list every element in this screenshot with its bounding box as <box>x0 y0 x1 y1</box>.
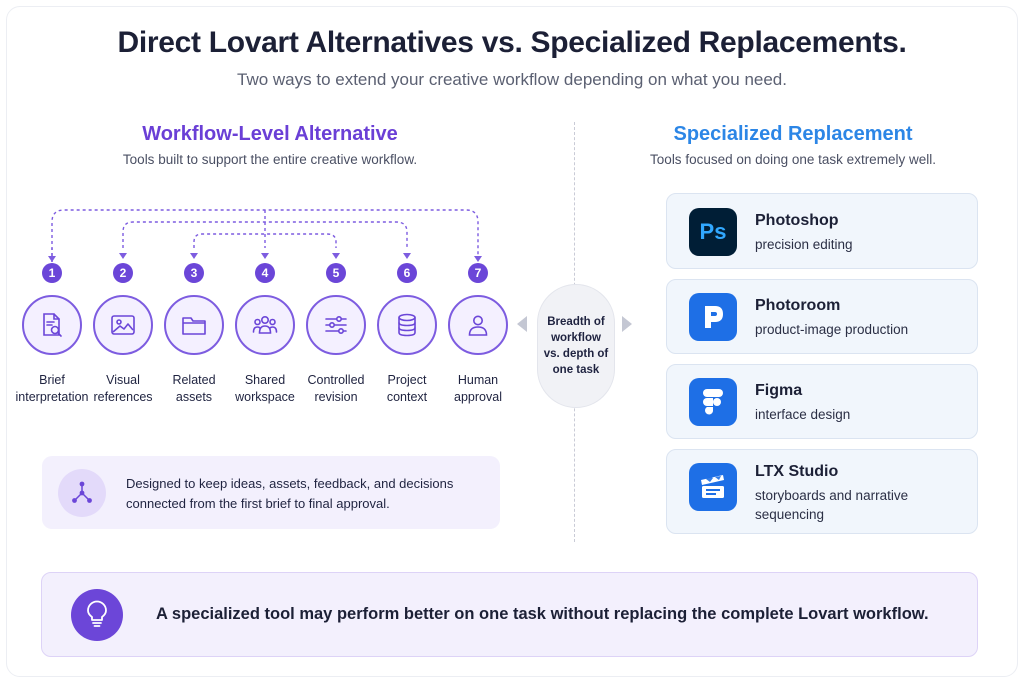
tool-description: interface design <box>755 407 851 422</box>
step-number-badge: 7 <box>468 263 488 283</box>
bottom-callout: A specialized tool may perform better on… <box>41 572 978 657</box>
page-subtitle: Two ways to extend your creative workflo… <box>237 70 787 89</box>
step-human-approval <box>448 295 508 355</box>
step-shared-workspace <box>235 295 295 355</box>
tool-card-photoshop: Ps Photoshop precision editing <box>666 193 978 269</box>
step-number-badge: 6 <box>397 263 417 283</box>
page-frame <box>6 6 1018 677</box>
step-visual-references <box>93 295 153 355</box>
arrow-left-icon <box>517 316 527 332</box>
clapperboard-logo-icon <box>689 463 737 511</box>
workflow-section-description: Tools built to support the entire creati… <box>122 152 418 167</box>
tool-card-photoroom: Photoroom product-image production <box>666 279 978 354</box>
tool-description: storyboards and narrative sequencing <box>755 488 909 522</box>
step-number-badge: 5 <box>326 263 346 283</box>
step-brief-interpretation <box>22 295 82 355</box>
user-icon <box>468 315 488 336</box>
step-number-badge: 1 <box>42 263 62 283</box>
specialized-section-title: Specialized Replacement <box>673 123 913 145</box>
document-search-icon <box>43 313 62 337</box>
step-project-context <box>377 295 437 355</box>
tool-name: Photoshop <box>755 212 839 229</box>
figma-logo-icon <box>689 378 737 426</box>
photoshop-logo-icon: Ps <box>689 208 737 256</box>
arrow-right-icon <box>622 316 632 332</box>
workflow-section-title: Workflow-Level Alternative <box>142 123 398 145</box>
comparison-pill: Breadth of workflow vs. depth of one tas… <box>537 284 615 408</box>
tool-name: Figma <box>755 382 803 399</box>
tool-name: Photoroom <box>755 297 841 314</box>
database-icon <box>398 313 416 337</box>
specialized-section-description: Tools focused on doing one task extremel… <box>650 152 936 167</box>
lightbulb-icon <box>71 589 123 641</box>
photoroom-logo-icon <box>689 293 737 341</box>
folder-icon <box>182 317 206 335</box>
tool-card-figma: Figma interface design <box>666 364 978 439</box>
image-icon <box>111 315 135 335</box>
workflow-info-text: Designed to keep ideas, assets, feedback… <box>126 476 454 511</box>
step-number-badge: 4 <box>255 263 275 283</box>
step-related-assets <box>164 295 224 355</box>
tool-description: precision editing <box>755 237 853 252</box>
tool-card-ltx-studio: LTX Studio storyboards and narrative seq… <box>666 449 978 534</box>
step-controlled-revision <box>306 295 366 355</box>
users-icon <box>252 316 278 334</box>
sliders-icon <box>325 316 347 334</box>
tool-description: product-image production <box>755 322 909 337</box>
network-icon <box>58 469 106 517</box>
tool-name: LTX Studio <box>755 463 839 480</box>
workflow-info-box: Designed to keep ideas, assets, feedback… <box>42 456 500 529</box>
page-title: Direct Lovart Alternatives vs. Specializ… <box>117 26 907 59</box>
bottom-callout-text: A specialized tool may perform better on… <box>156 605 929 623</box>
step-number-badge: 2 <box>113 263 133 283</box>
step-number-badge: 3 <box>184 263 204 283</box>
